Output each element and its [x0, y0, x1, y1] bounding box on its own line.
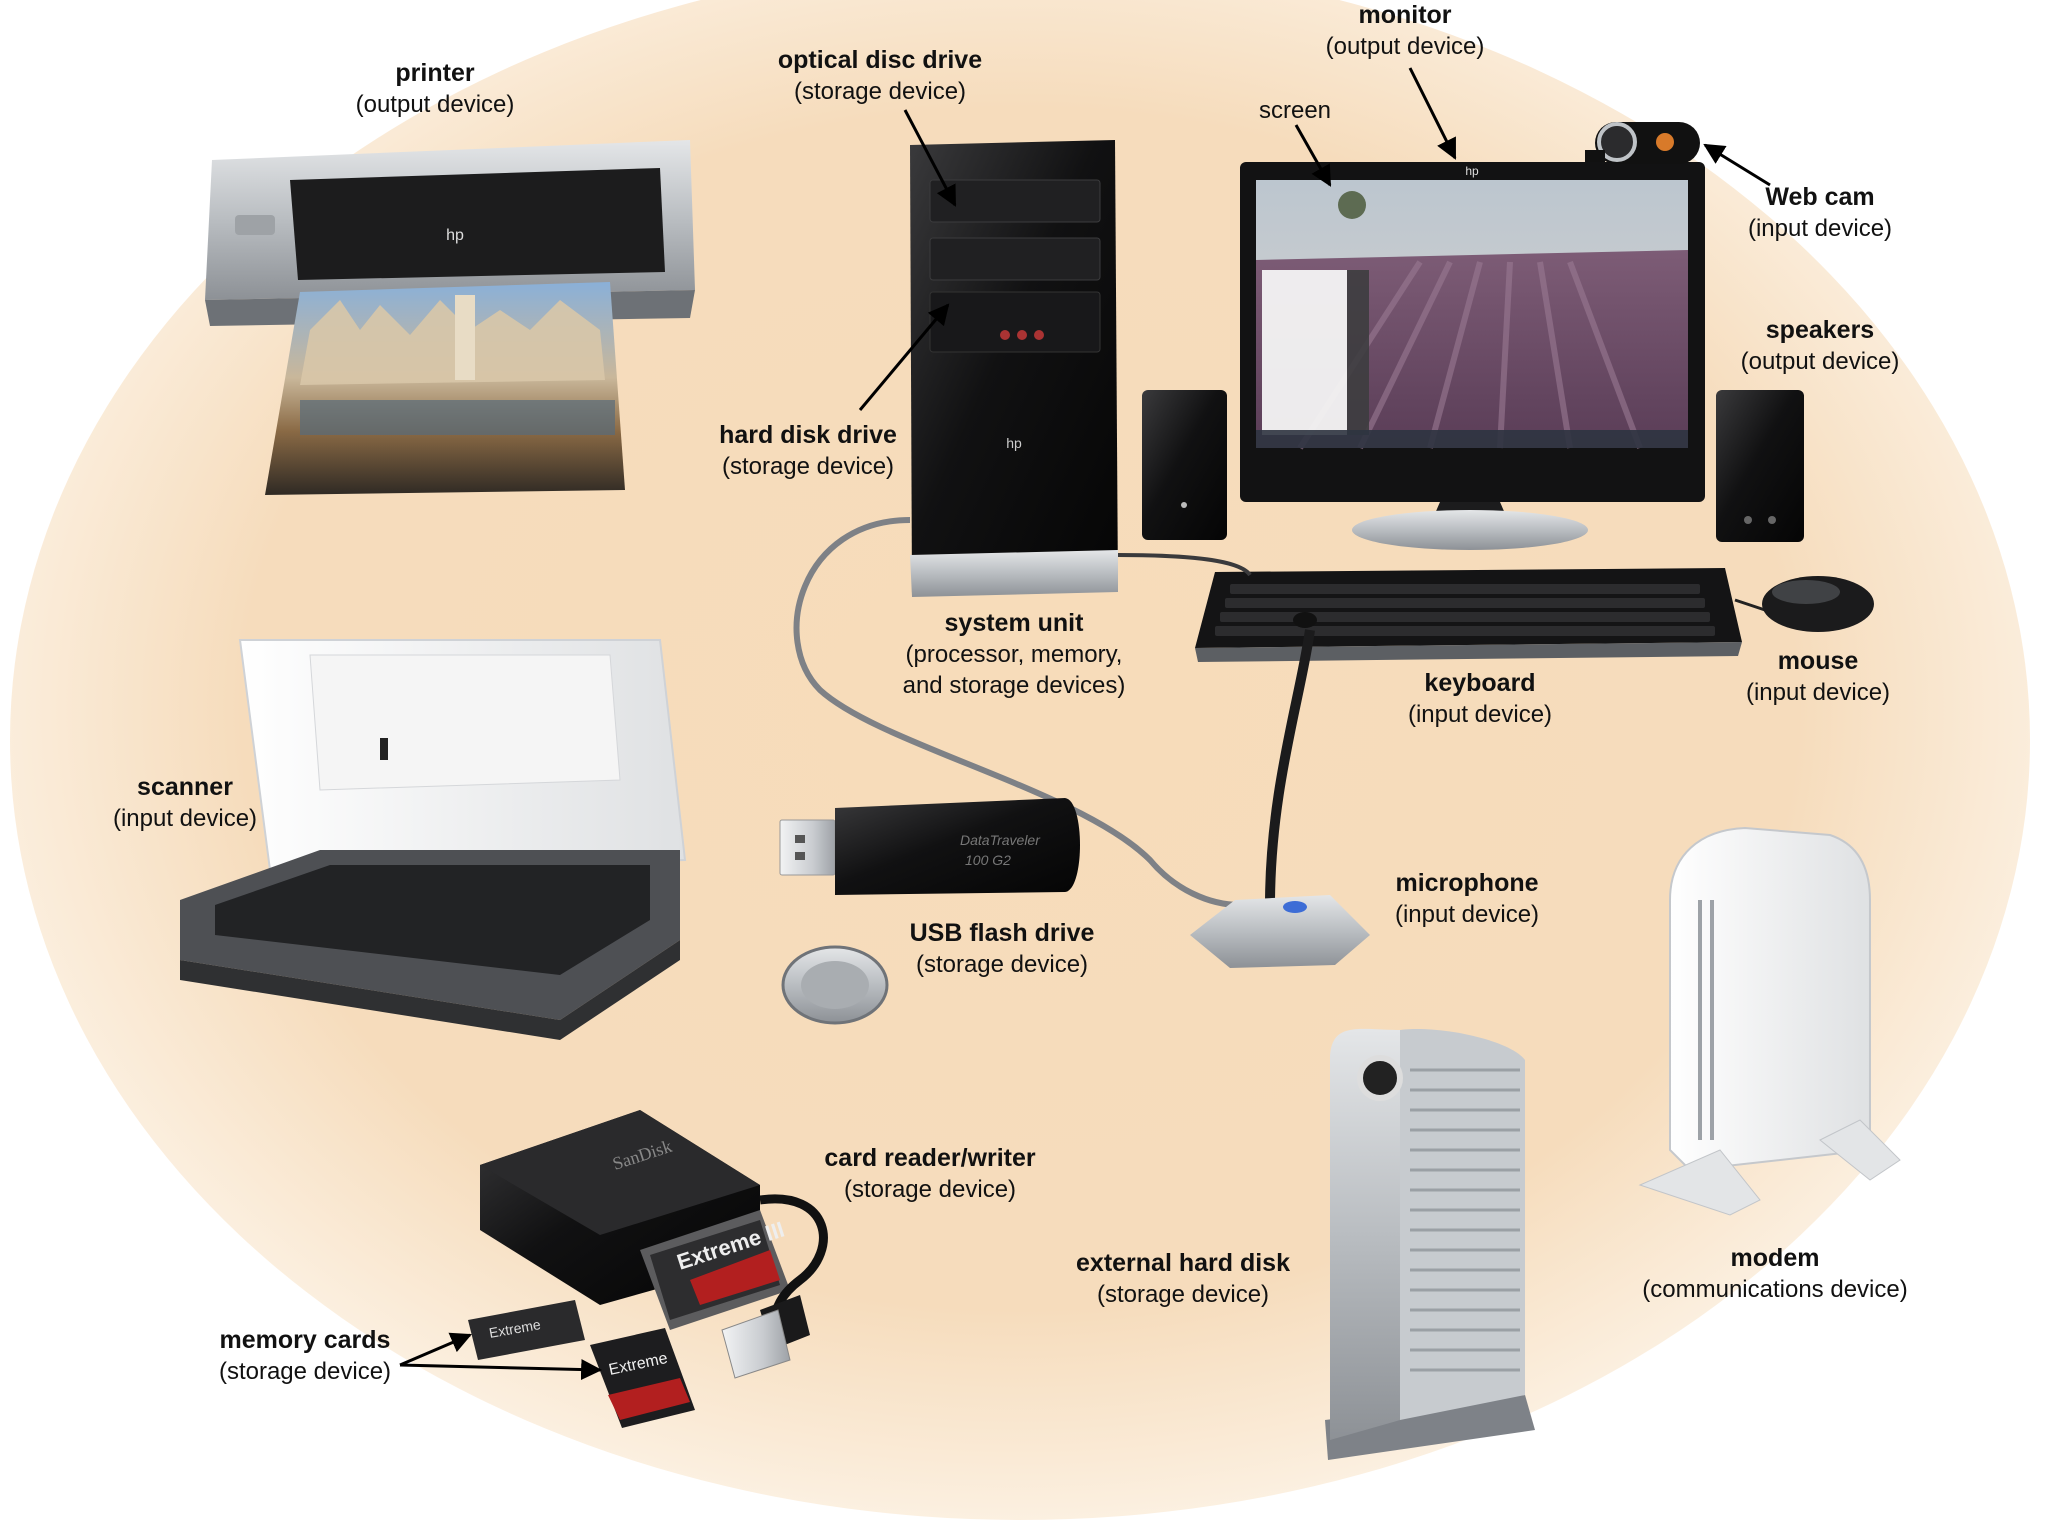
label-keyboard: keyboard (input device): [1408, 668, 1552, 730]
label-modem-type: (communications device): [1642, 1276, 1908, 1303]
arrow-monitor: [1408, 67, 1457, 160]
label-hard-disk-drive-name: hard disk drive: [719, 421, 897, 449]
scanner: [180, 639, 687, 1040]
label-memory-cards-name: memory cards: [219, 1326, 391, 1354]
label-card-reader-name: card reader/writer: [824, 1144, 1036, 1172]
label-external-hard-disk-name: external hard disk: [1076, 1249, 1290, 1277]
label-web-cam-type: (input device): [1747, 215, 1893, 242]
label-web-cam-name: Web cam: [1765, 183, 1875, 211]
speaker-right: [1716, 390, 1804, 542]
label-hard-disk-drive: hard disk drive (storage device): [719, 420, 897, 482]
label-optical-disc-drive-type: (storage device): [793, 78, 967, 105]
arrow-screen: [1294, 124, 1332, 187]
monitor: hp: [1240, 162, 1705, 550]
label-system-unit: system unit (processor, memory, and stor…: [903, 608, 1126, 701]
label-microphone-type: (input device): [1394, 901, 1540, 928]
label-system-unit-type-2: and storage devices): [902, 672, 1126, 699]
label-scanner-name: scanner: [137, 773, 233, 801]
label-modem-name: modem: [1730, 1244, 1820, 1272]
web-cam: [1585, 122, 1700, 164]
label-speakers-type: (output device): [1740, 348, 1900, 375]
microphone: [1190, 612, 1370, 968]
label-speakers: speakers (output device): [1741, 315, 1900, 377]
label-speakers-name: speakers: [1765, 316, 1875, 344]
label-microphone-name: microphone: [1395, 869, 1539, 897]
mouse: [1734, 576, 1874, 632]
label-keyboard-name: keyboard: [1424, 669, 1536, 697]
modem: [1638, 826, 1901, 1216]
label-usb-flash-drive: USB flash drive (storage device): [910, 918, 1095, 980]
label-screen-name: screen: [1258, 97, 1332, 124]
label-microphone: microphone (input device): [1395, 868, 1539, 930]
label-monitor: monitor (output device): [1326, 0, 1485, 62]
arrow-memory-card-sd: [399, 1359, 603, 1381]
label-modem: modem (communications device): [1642, 1243, 1907, 1305]
microphone-cable: [793, 517, 1241, 908]
flash-drive-capacity: 100 G2: [965, 852, 1011, 868]
arrow-optical-drive: [903, 109, 957, 207]
callout-arrows: [399, 67, 1771, 1381]
label-printer-name: printer: [395, 59, 475, 87]
memory-card-sd: Extreme: [590, 1328, 695, 1428]
label-external-hard-disk-type: (storage device): [1096, 1281, 1270, 1308]
optical-drive-bay-1: [929, 179, 1101, 223]
label-external-hard-disk: external hard disk (storage device): [1076, 1248, 1290, 1310]
keyboard: [1195, 568, 1742, 662]
label-system-unit-name: system unit: [944, 609, 1084, 637]
label-usb-flash-drive-type: (storage device): [915, 951, 1089, 978]
label-hard-disk-drive-type: (storage device): [721, 453, 895, 480]
card-reader: SanDisk Extreme III: [480, 1110, 828, 1379]
arrow-hard-disk-drive: [858, 303, 950, 411]
label-memory-cards-type: (storage device): [218, 1358, 392, 1385]
label-usb-flash-drive-name: USB flash drive: [909, 919, 1095, 947]
label-mouse-name: mouse: [1777, 647, 1859, 675]
external-hard-disk: [1325, 1028, 1535, 1460]
label-card-reader-type: (storage device): [843, 1176, 1017, 1203]
tower-logo: hp: [1006, 435, 1022, 451]
system-unit: hp: [910, 140, 1118, 597]
label-card-reader: card reader/writer (storage device): [824, 1143, 1035, 1205]
speaker-left: [1142, 390, 1227, 540]
label-system-unit-type: (processor, memory,: [905, 641, 1123, 668]
memory-card-small: Extreme: [468, 1300, 585, 1360]
label-printer-type: (output device): [355, 91, 515, 118]
printer: hp: [205, 140, 695, 495]
arrow-web-cam: [1703, 143, 1771, 187]
label-mouse: mouse (input device): [1746, 646, 1890, 708]
label-memory-cards: memory cards (storage device): [219, 1325, 391, 1387]
label-printer: printer (output device): [356, 58, 515, 120]
optical-drive-bay-2: [929, 237, 1101, 281]
monitor-logo: hp: [1465, 164, 1479, 178]
label-optical-disc-drive: optical disc drive (storage device): [778, 45, 982, 107]
label-monitor-type: (output device): [1325, 33, 1485, 60]
label-web-cam: Web cam (input device): [1748, 182, 1892, 244]
label-mouse-type: (input device): [1745, 679, 1891, 706]
label-scanner: scanner (input device): [113, 772, 257, 834]
label-keyboard-type: (input device): [1407, 701, 1553, 728]
usb-flash-drive: DataTraveler 100 G2: [779, 798, 1080, 895]
label-scanner-type: (input device): [112, 805, 258, 832]
label-monitor-name: monitor: [1358, 1, 1452, 29]
arrow-memory-card-small: [399, 1332, 472, 1367]
flash-drive-model: DataTraveler: [960, 832, 1041, 848]
label-screen: screen: [1259, 95, 1331, 126]
label-optical-disc-drive-name: optical disc drive: [777, 46, 983, 74]
printer-logo: hp: [446, 227, 464, 244]
